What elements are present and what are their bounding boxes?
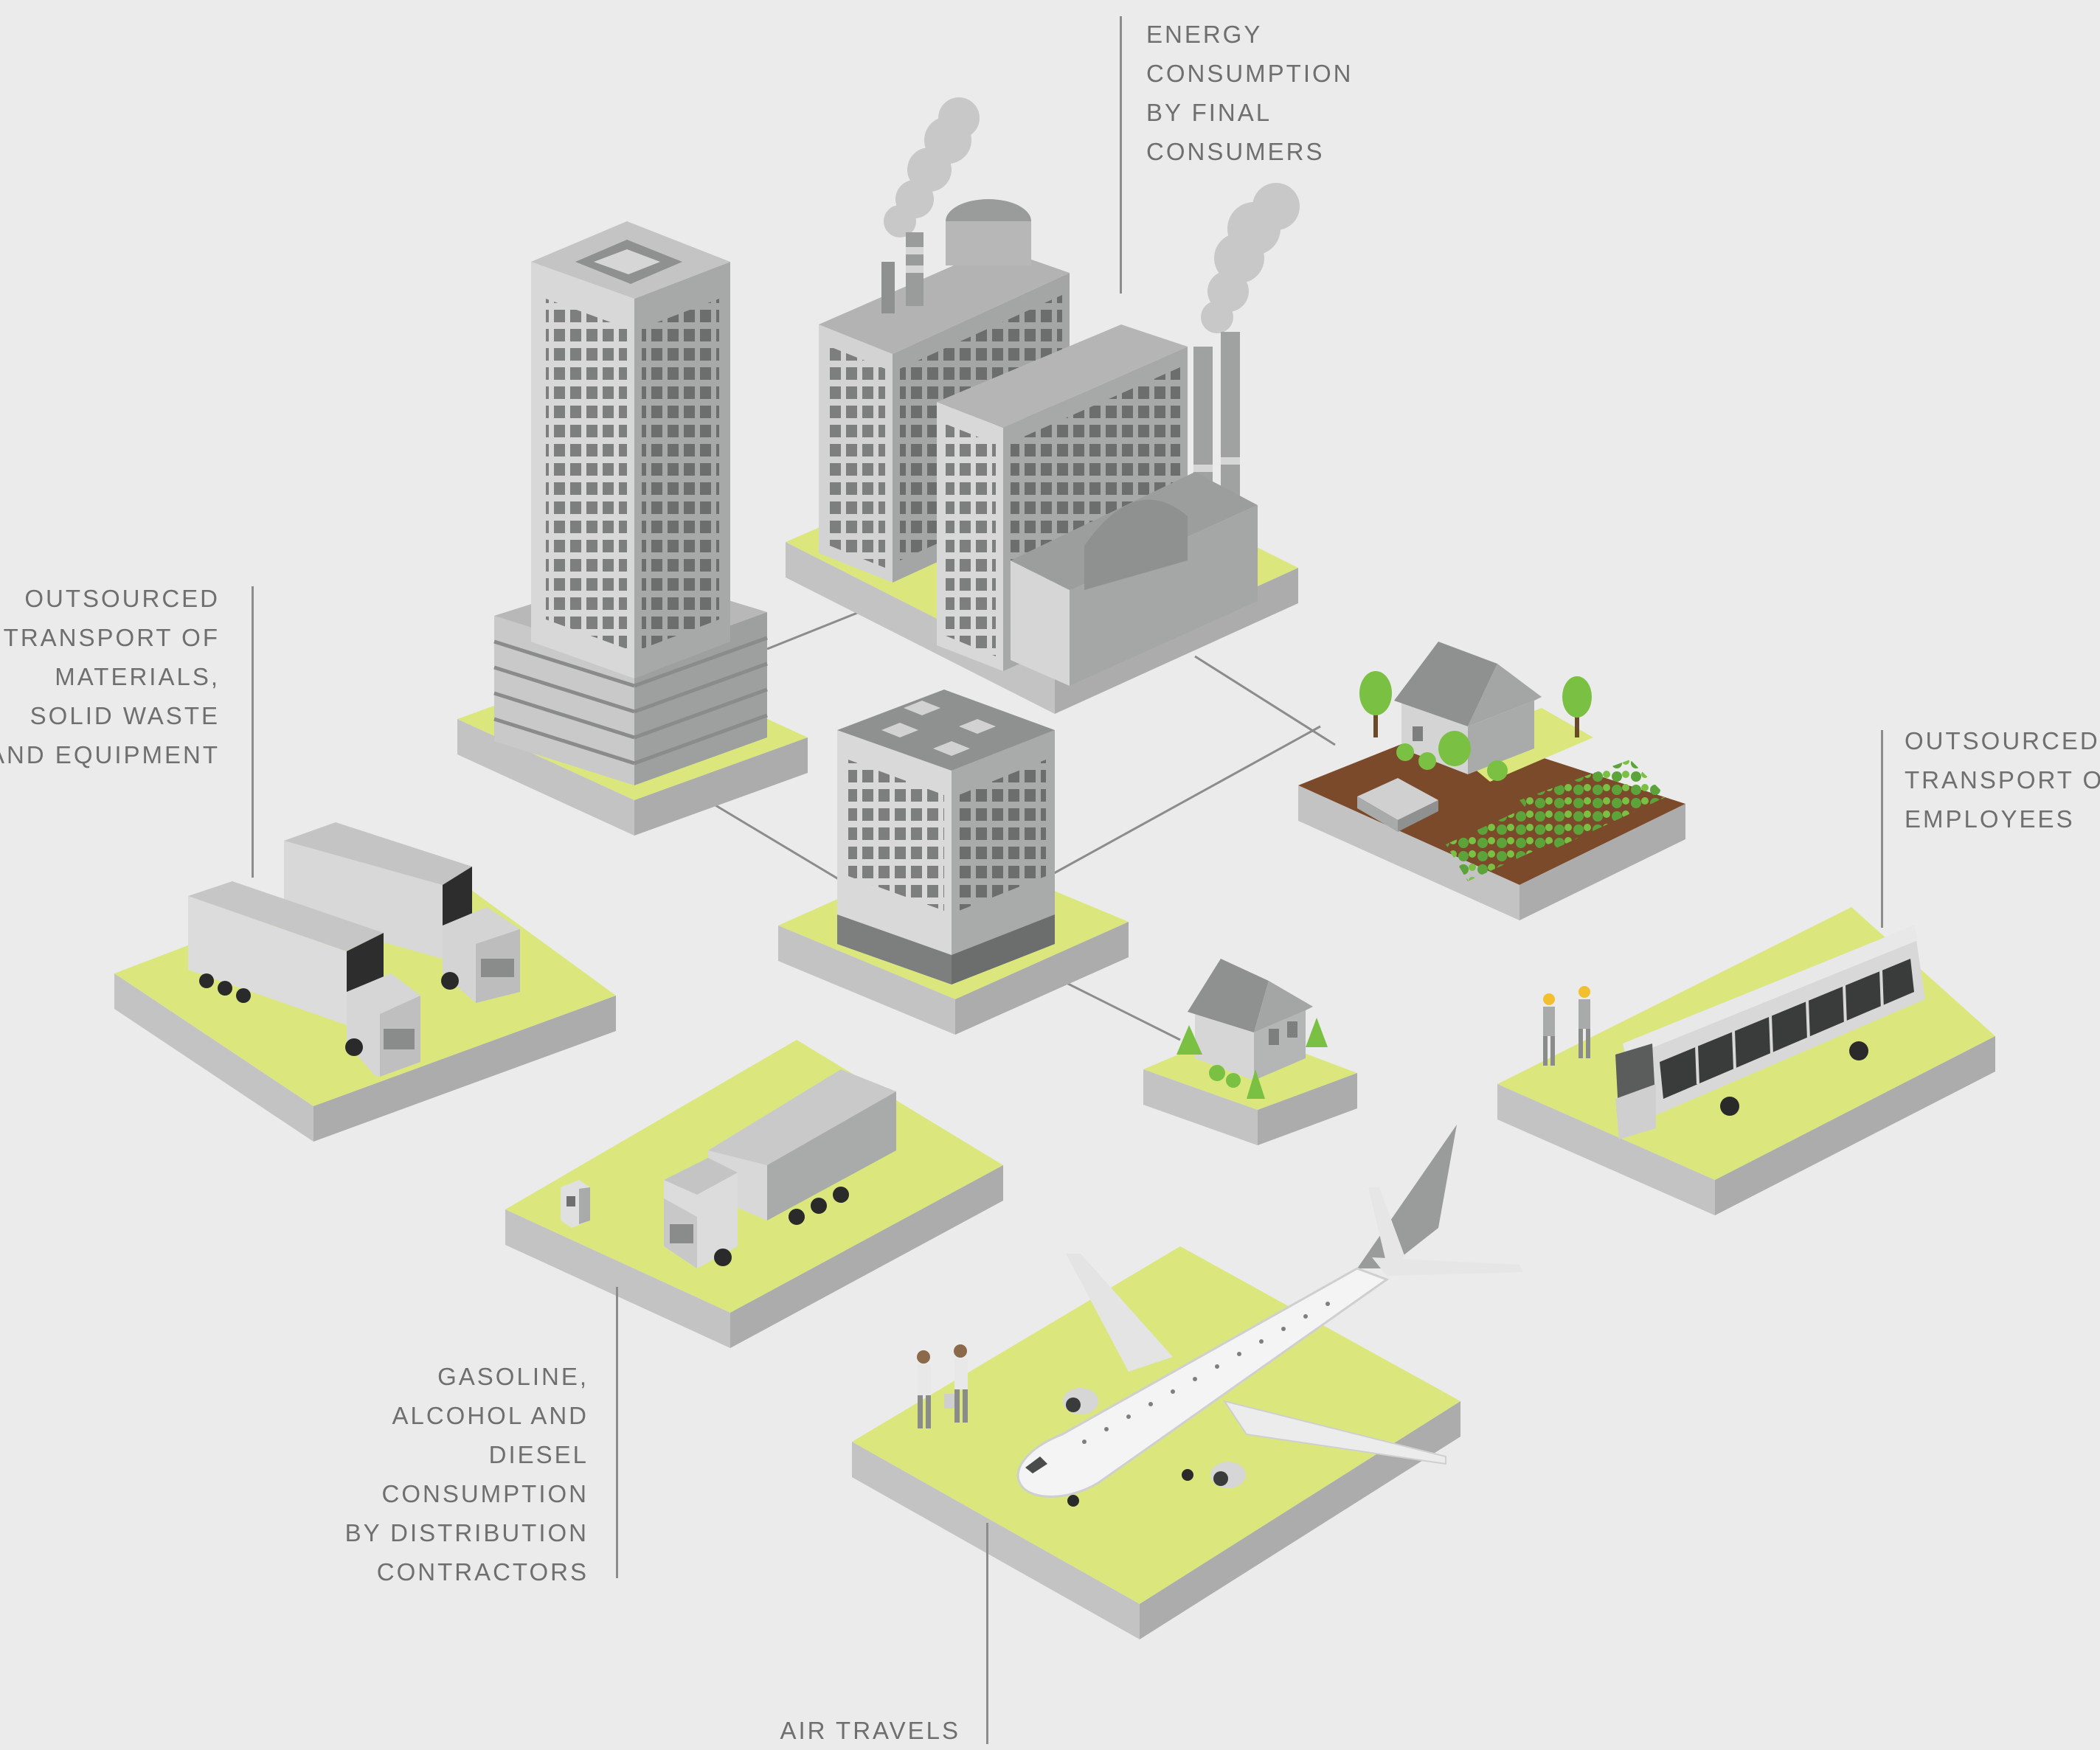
- leader-line-employees: [1881, 730, 1883, 928]
- label-line: BY DISTRIBUTION: [344, 1519, 589, 1546]
- bus-icon: [1543, 926, 1925, 1139]
- label-fuel-consumption: GASOLINE, ALCOHOL AND DIESEL CONSUMPTION…: [345, 1357, 589, 1591]
- workers-icon: [1543, 986, 1590, 1066]
- fuel-truck-icon: [561, 1069, 896, 1268]
- label-line: CONSUMERS: [1146, 138, 1325, 165]
- label-air-travels: AIR TRAVELS: [780, 1711, 960, 1750]
- label-line: EMPLOYEES: [1905, 805, 2075, 833]
- leader-line-materials: [252, 586, 254, 878]
- label-line: AND EQUIPMENT: [0, 741, 220, 768]
- label-line: AIR TRAVELS: [780, 1717, 960, 1744]
- label-line: GASOLINE,: [437, 1363, 589, 1390]
- label-line: OUTSOURCED: [1905, 727, 2100, 754]
- label-line: CONSUMPTION: [381, 1480, 589, 1507]
- label-line: ENERGY: [1146, 21, 1263, 48]
- trucks-icon: [188, 822, 520, 1077]
- label-outsourced-transport-employees: OUTSOURCED TRANSPORT OF EMPLOYEES: [1905, 721, 2100, 838]
- leader-line-energy: [1120, 16, 1122, 294]
- label-line: ALCOHOL AND: [392, 1402, 589, 1429]
- label-line: TRANSPORT OF: [1905, 766, 2100, 794]
- connector-lines: [700, 603, 1336, 1041]
- leader-line-air: [986, 1523, 988, 1744]
- small-house-icon: [1177, 959, 1328, 1099]
- label-line: CONSUMPTION: [1146, 60, 1354, 87]
- label-energy-consumption: ENERGY CONSUMPTION BY FINAL CONSUMERS: [1146, 15, 1354, 171]
- leader-line-fuel: [616, 1287, 618, 1578]
- label-line: BY FINAL: [1146, 99, 1272, 126]
- platform-farm: [1298, 708, 1685, 920]
- label-line: SOLID WASTE: [30, 702, 220, 729]
- label-line: TRANSPORT OF: [3, 624, 220, 651]
- office-tower-icon: [493, 221, 768, 785]
- farmhouse-icon: [1357, 642, 1592, 832]
- airplane-icon: [917, 1125, 1523, 1507]
- apartment-building-icon: [837, 690, 1055, 985]
- label-outsourced-transport-materials: OUTSOURCED TRANSPORT OF MATERIALS, SOLID…: [0, 579, 220, 774]
- label-line: OUTSOURCED: [24, 585, 220, 612]
- travelers-icon: [917, 1344, 968, 1428]
- factory-icon: [819, 97, 1300, 686]
- label-line: CONTRACTORS: [376, 1558, 589, 1586]
- label-line: DIESEL: [488, 1441, 589, 1468]
- label-line: MATERIALS,: [55, 663, 220, 690]
